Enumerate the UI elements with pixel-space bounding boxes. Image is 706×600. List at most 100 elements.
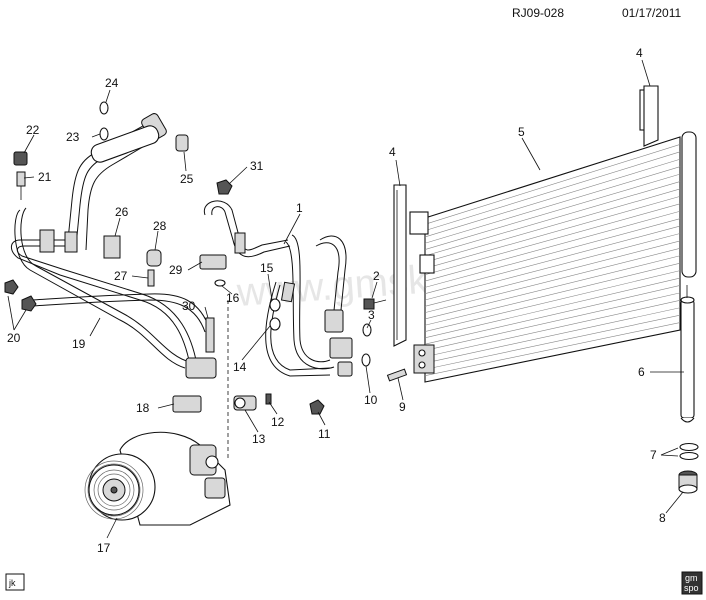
part-22-cap [13, 151, 28, 166]
callout-12: 12 [271, 415, 285, 429]
callout-14: 14 [233, 360, 247, 374]
part-26-bracket [103, 235, 121, 259]
condenser-fin [424, 225, 681, 294]
liquid-line-assembly [11, 113, 217, 379]
callout-5: 5 [518, 125, 525, 139]
callout-3: 3 [368, 308, 375, 322]
dryer-seal-rings [679, 442, 699, 461]
callout-8: 8 [659, 511, 666, 525]
part-24-oring [99, 101, 109, 115]
condenser [409, 89, 697, 383]
diagram-date: 01/17/2011 [622, 6, 681, 20]
callout-23: 23 [66, 130, 80, 144]
callout-18: 18 [136, 401, 150, 415]
part-25-cap [175, 134, 189, 152]
callout-27: 27 [114, 269, 128, 283]
callout-31: 31 [250, 159, 264, 173]
condenser-bracket-left [393, 184, 407, 347]
part-27-valve [147, 269, 155, 287]
leader-lines [7, 59, 684, 539]
condenser-fin [424, 314, 681, 370]
callout-24: 24 [105, 76, 119, 90]
callout-21: 21 [38, 170, 52, 184]
part-16-oring [214, 279, 226, 287]
part-3-oring [362, 323, 372, 337]
callout-20: 20 [7, 331, 21, 345]
part-14-oring [269, 317, 281, 331]
condenser-fin [424, 203, 681, 276]
part-28-cap [146, 249, 162, 267]
pulley-groove [87, 463, 141, 517]
condenser-fin [424, 292, 681, 351]
callout-1: 1 [296, 201, 303, 215]
initials: jk [8, 578, 16, 588]
pulley-groove [93, 469, 135, 511]
condenser-fin [424, 248, 681, 313]
dryer-plug [678, 470, 698, 494]
condenser-fin [424, 300, 681, 358]
part-23-oring [99, 127, 109, 141]
badge-bottom-text: spo [684, 583, 699, 593]
condenser-fin [424, 188, 681, 263]
diagram-ref-code: RJ09-028 [512, 6, 564, 20]
callout-4-right: 4 [636, 46, 643, 60]
part-18-switch [172, 395, 202, 413]
part-9-stud [386, 368, 408, 382]
callout-22: 22 [26, 123, 40, 137]
condenser-fin [424, 166, 681, 244]
initials-box [5, 573, 25, 591]
part-20-nuts [4, 279, 37, 312]
gm-spo-badge [681, 571, 703, 595]
callout-29: 29 [169, 263, 183, 277]
callout-28: 28 [153, 219, 167, 233]
condenser-bracket-right [643, 85, 659, 147]
callout-9: 9 [399, 400, 406, 414]
part-13-sensor [233, 395, 257, 411]
condenser-fin [424, 270, 681, 332]
condenser-fin [424, 307, 681, 364]
receiver-dryer [680, 285, 695, 423]
callout-17: 17 [97, 541, 111, 555]
callout-16: 16 [226, 291, 240, 305]
part-15-oring [269, 298, 281, 312]
callout-15: 15 [260, 261, 274, 275]
condenser-fin [424, 322, 681, 376]
condenser-fin [424, 285, 681, 345]
condenser-fin [424, 196, 681, 269]
part-30-stud [205, 317, 215, 353]
badge-top-text: gm [685, 573, 698, 583]
callout-30: 30 [182, 299, 196, 313]
condenser-fin [424, 233, 681, 301]
condenser-fin [424, 210, 681, 282]
part-31-nut [216, 179, 233, 195]
part-11-nut [309, 399, 325, 415]
part-2-bolt [363, 298, 387, 310]
condenser-fin [424, 181, 681, 257]
condenser-fin [424, 262, 681, 326]
callout-6: 6 [638, 365, 645, 379]
pulley-groove [97, 473, 131, 507]
callout-13: 13 [252, 432, 266, 446]
condenser-fin [424, 158, 681, 238]
pulley-groove [84, 460, 144, 520]
callout-10: 10 [364, 393, 378, 407]
callout-26: 26 [115, 205, 129, 219]
condenser-fin [424, 144, 681, 225]
condenser-fin [424, 255, 681, 320]
condenser-fin [424, 240, 681, 307]
compressor [84, 431, 231, 526]
callout-25: 25 [180, 172, 194, 186]
callout-11: 11 [318, 427, 331, 441]
condenser-fin [424, 277, 681, 339]
part-12-valve [265, 393, 272, 405]
part-10-oring [361, 353, 371, 367]
condenser-fin [424, 218, 681, 288]
condenser-fin [424, 173, 681, 250]
condenser-fin [424, 151, 681, 231]
part-29-bracket [199, 254, 227, 270]
callout-2: 2 [373, 269, 380, 283]
condenser-side-tank [681, 131, 697, 278]
callout-4-left: 4 [389, 145, 396, 159]
part-21-valve [16, 171, 26, 200]
